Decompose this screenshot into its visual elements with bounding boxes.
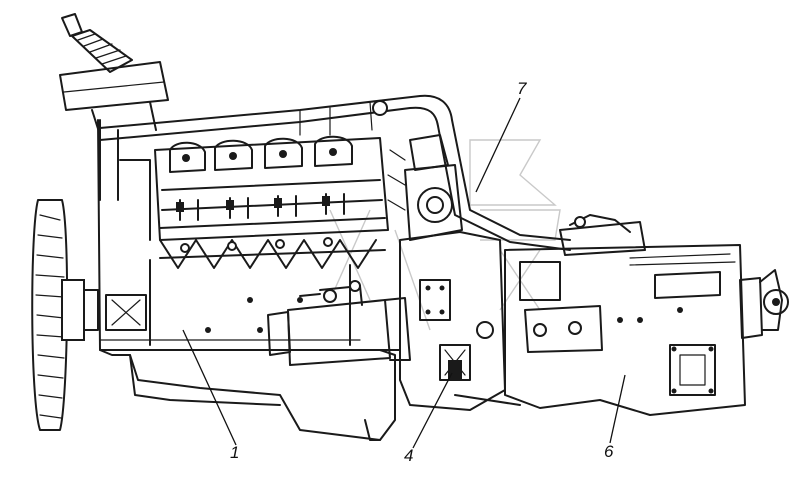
callout-4: 4: [404, 446, 413, 465]
leader-4: [412, 372, 453, 449]
callout-6: 6: [604, 442, 614, 461]
turbocharger: [387, 134, 463, 241]
output-flange: [739, 269, 789, 339]
callout-7: 7: [517, 79, 527, 98]
leader-1: [182, 329, 237, 446]
engine-block: [97, 119, 401, 441]
top-pipes: [99, 94, 571, 251]
callout-1: 1: [230, 443, 239, 462]
starter-motor: [267, 280, 411, 366]
cylinder-heads: [154, 135, 389, 269]
cooling-fan: [31, 199, 99, 431]
leader-7: [475, 97, 521, 193]
gear-shift-lever: [59, 13, 169, 136]
gearbox: [504, 214, 746, 416]
leader-lines: [182, 97, 626, 449]
leader-6: [609, 374, 626, 444]
clutch-housing: [399, 231, 521, 411]
